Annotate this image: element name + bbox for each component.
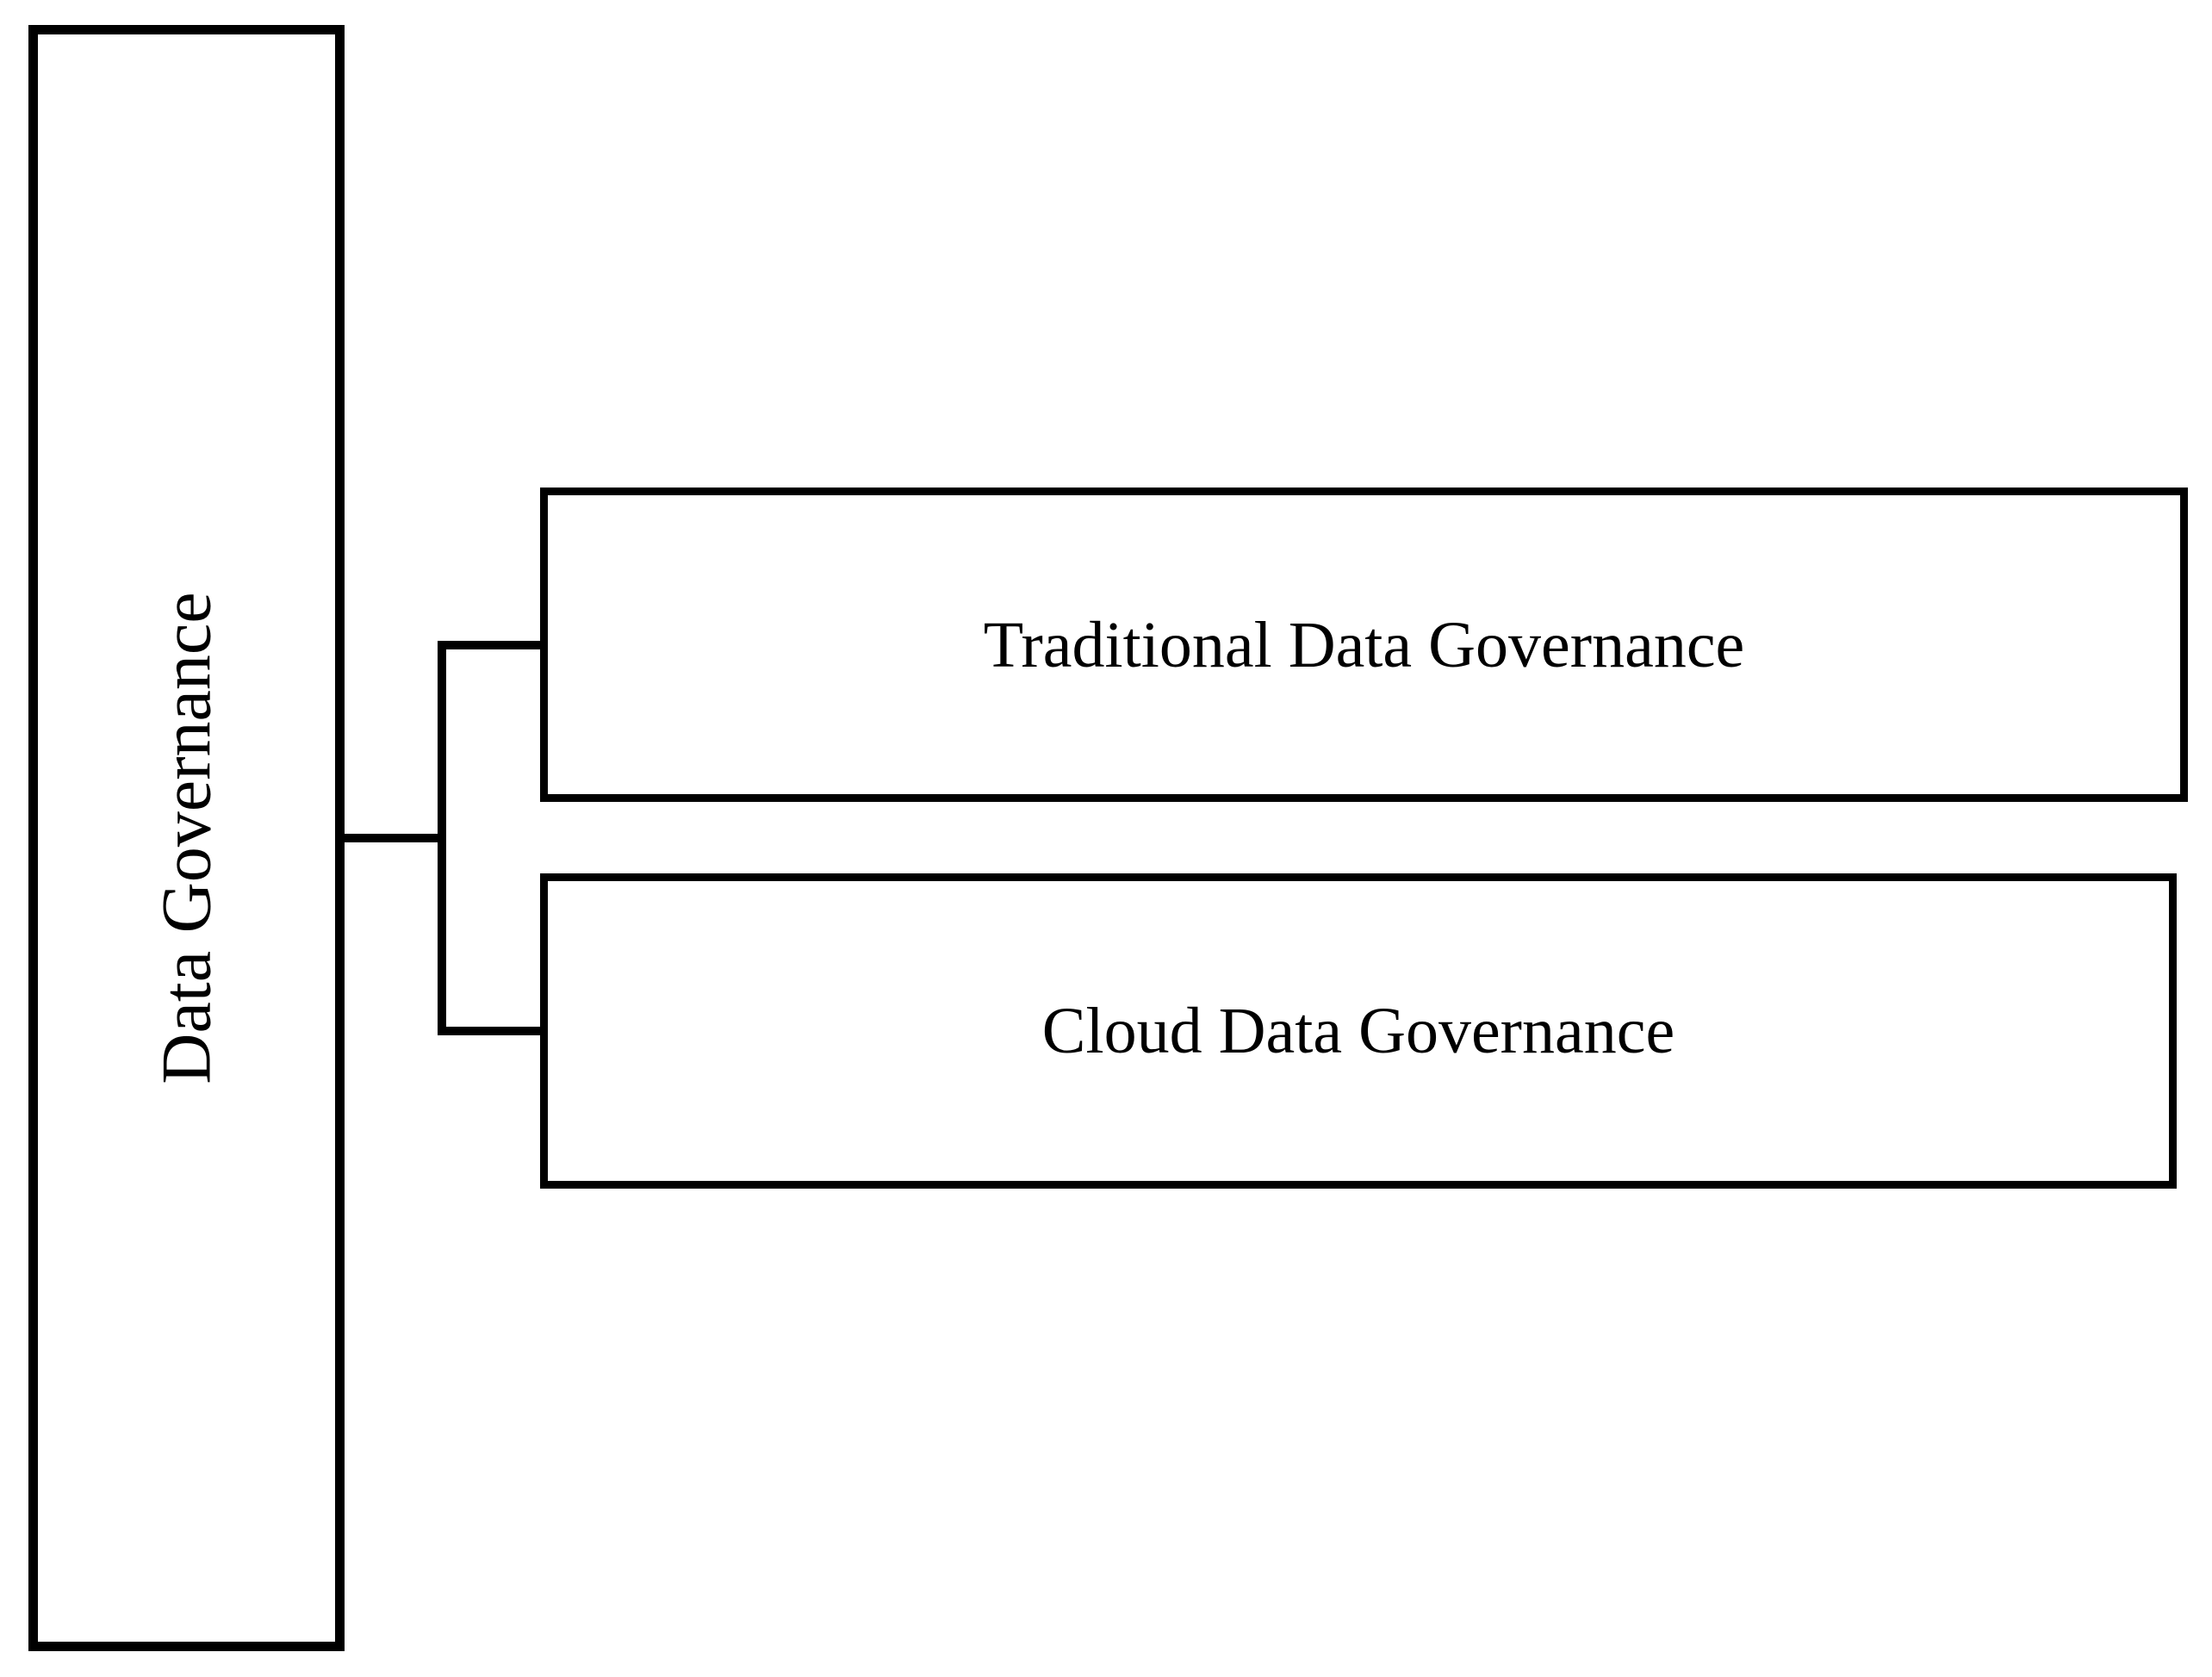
connector-branch-cloud	[438, 1027, 546, 1035]
cloud-node-label: Cloud Data Governance	[1041, 995, 1675, 1067]
child-node-traditional-data-governance: Traditional Data Governance	[540, 488, 2188, 802]
root-node-label: Data Governance	[146, 592, 226, 1084]
connector-branch-traditional	[438, 641, 546, 649]
traditional-node-label: Traditional Data Governance	[983, 608, 1745, 681]
connector-root-stub	[341, 834, 446, 842]
connector-trunk	[438, 641, 446, 1035]
root-node-data-governance: Data Governance	[28, 25, 345, 1651]
child-node-cloud-data-governance: Cloud Data Governance	[540, 873, 2177, 1189]
